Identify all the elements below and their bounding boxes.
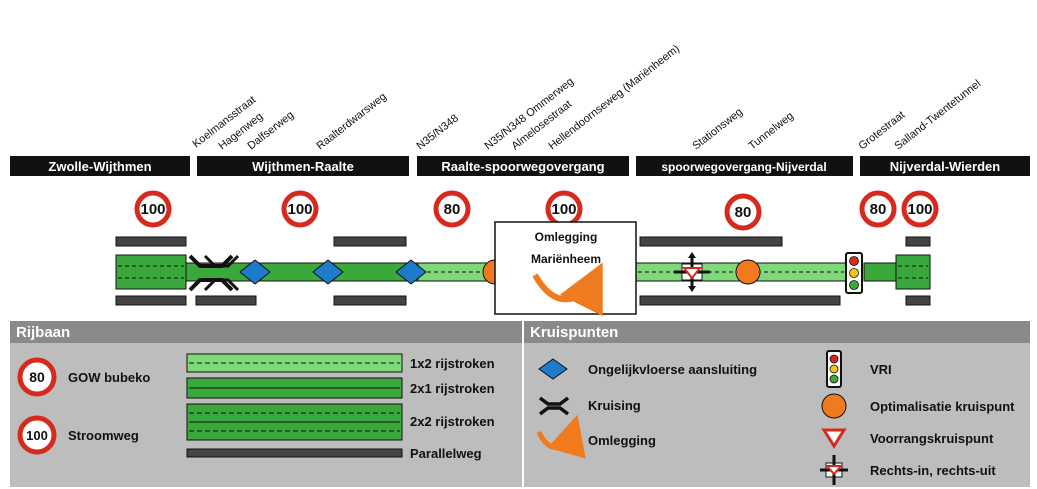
parallel-road	[333, 295, 407, 306]
parallel-road	[115, 295, 187, 306]
parallel-road	[639, 295, 841, 306]
speed-sign-2: 100	[287, 201, 312, 218]
speed-limit-signs: 100 100 80 100 80 80 100	[134, 190, 939, 231]
speed-sign-4: 100	[551, 201, 576, 218]
speed-sign-7: 100	[907, 201, 932, 218]
legend-speed-sign-100: 100	[26, 428, 48, 443]
legend-label-gow-bubeko: GOW bubeko	[68, 370, 150, 385]
legend-label-rechts-in-rechts-uit: Rechts-in, rechts-uit	[870, 463, 996, 478]
speed-sign-ring-2	[281, 190, 319, 228]
road-name-n35-n348: N35/N348	[414, 112, 460, 152]
crossing-icon	[203, 254, 240, 292]
legend-parallelweg-label: Parallelweg	[410, 446, 482, 461]
legend-crossing-icon	[538, 396, 570, 416]
legend-label-stroomweg: Stroomweg	[68, 428, 139, 443]
legend-parallelweg-sample	[186, 448, 403, 458]
legend-lane-2x2-label: 2x2 rijstroken	[410, 414, 495, 429]
legend-header-left	[10, 321, 522, 343]
legend-label-vri: VRI	[870, 362, 892, 377]
diamond-icon	[239, 259, 271, 285]
legend-label-voorrangskruispunt: Voorrangskruispunt	[870, 431, 994, 446]
legend-diamond-icon	[538, 358, 568, 380]
parallel-road	[905, 236, 931, 247]
optimization-circle-icon	[735, 259, 761, 285]
legend-optimization-circle-icon	[821, 393, 847, 419]
legend-detour-icon	[536, 414, 586, 459]
speed-sign-3: 80	[444, 201, 461, 218]
parallel-road	[195, 295, 257, 306]
segment-header-bg-1	[10, 156, 190, 176]
parallel-roads	[115, 236, 931, 306]
legend-yield-triangle-icon	[821, 428, 847, 449]
crossing-icon	[188, 254, 234, 292]
legend-header-right	[524, 321, 1030, 343]
legend-label-ongelijkvloerse: Ongelijkvloerse aansluiting	[588, 362, 757, 377]
road-name-stationsweg: Stationsweg	[690, 106, 745, 152]
speed-sign-5: 80	[735, 204, 752, 221]
legend-divider	[522, 321, 524, 487]
crossing-symbols	[188, 254, 240, 292]
parallel-road	[639, 236, 783, 247]
speed-sign-ring-3	[433, 190, 471, 228]
speed-sign-ring-1	[134, 190, 172, 228]
segment-header-bg-2	[197, 156, 409, 176]
parallel-road	[905, 295, 931, 306]
road-name-labels: Koelmansstraat Hagenweg Dalfserweg Raalt…	[190, 43, 983, 153]
legend-title-kruispunten: Kruispunten	[530, 324, 618, 341]
interchange-diamonds	[239, 259, 427, 285]
detour-box: Omlegging Mariënheem	[494, 221, 637, 317]
road-name-salland-twentetunnel: Salland-Twentetunnel	[892, 78, 983, 153]
legend-label-omlegging: Omlegging	[588, 433, 656, 448]
segment-header-spoorwegovergang-nijverdal: spoorwegovergang-Nijverdal	[661, 160, 826, 174]
road-2x2	[863, 262, 897, 282]
detour-box-line2: Mariënheem	[531, 252, 601, 266]
speed-sign-ring-5	[724, 193, 762, 231]
segment-header-nijverdal-wierden: Nijverdal-Wierden	[890, 159, 1000, 174]
diamond-icon	[395, 259, 427, 285]
legend-background	[10, 321, 1030, 487]
speed-sign-1: 100	[140, 201, 165, 218]
legend-label-kruising: Kruising	[588, 398, 641, 413]
segment-header-wijthmen-raalte: Wijthmen-Raalte	[252, 159, 354, 174]
diamond-icon	[312, 259, 344, 285]
road-name-raalterdwarsweg: Raalterdwarsweg	[314, 91, 388, 153]
legend-speed-sign-ring-100	[17, 415, 57, 455]
road-name-tunnelweg: Tunnelweg	[746, 110, 795, 152]
speed-sign-ring-6	[859, 190, 897, 228]
parallel-road	[333, 236, 407, 247]
traffic-light-icon	[845, 252, 863, 294]
segment-header-bg-5	[860, 156, 1030, 176]
right-in-right-out-icon	[674, 252, 710, 292]
speed-sign-ring-7	[901, 190, 939, 228]
segment-headers: Zwolle-Wijthmen Wijthmen-Raalte Raalte-s…	[10, 156, 1030, 176]
parallel-road	[115, 236, 187, 247]
detour-box-line1: Omlegging	[535, 230, 598, 244]
legend-panel: Rijbaan Kruispunten 80 GOW bubeko 100 St…	[10, 321, 1030, 487]
legend-speed-sign-80: 80	[29, 369, 45, 385]
road-2x2	[895, 254, 931, 290]
legend-title-rijbaan: Rijbaan	[16, 324, 70, 341]
segment-header-bg-4	[636, 156, 853, 176]
segment-header-zwolle-wijthmen: Zwolle-Wijthmen	[48, 159, 151, 174]
speed-sign-6: 80	[870, 201, 887, 218]
legend-speed-sign-ring-80	[17, 357, 57, 397]
legend-label-optimalisatie: Optimalisatie kruispunt	[870, 399, 1015, 414]
segment-header-bg-3	[417, 156, 629, 176]
legend-lane-2x1-label: 2x1 rijstroken	[410, 381, 495, 396]
legend-lane-1x2-label: 1x2 rijstroken	[410, 356, 495, 371]
detour-arrow-icon	[532, 262, 603, 317]
segment-header-raalte-spoorwegovergang: Raalte-spoorwegovergang	[441, 159, 604, 174]
legend-right-in-right-out-icon	[820, 455, 848, 485]
road-name-hellendoornseweg: Hellendoornseweg (Mariënheem)	[546, 43, 682, 153]
legend-traffic-light-icon	[826, 350, 842, 388]
road-2x2	[115, 254, 187, 290]
